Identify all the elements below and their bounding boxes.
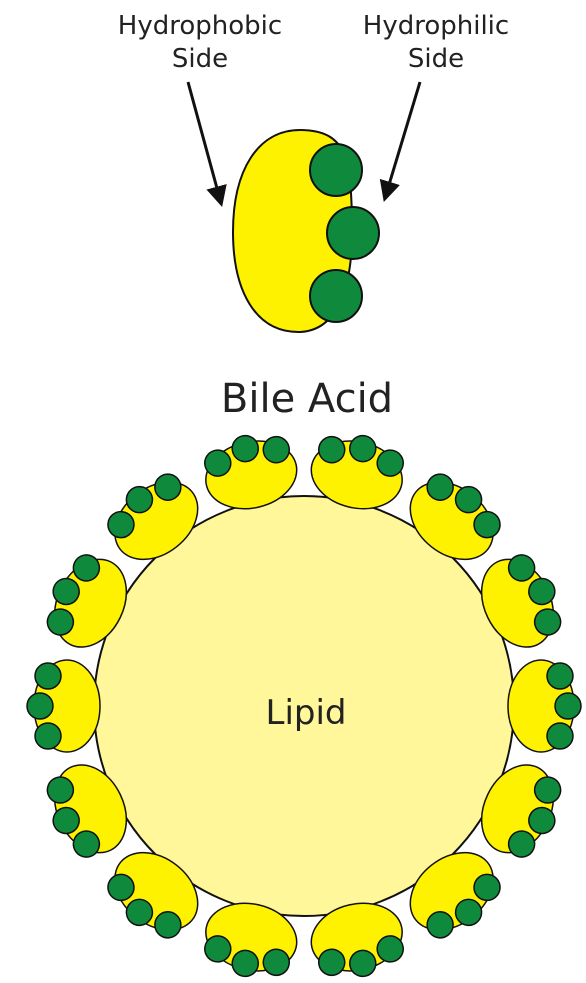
- hydrophilic-head: [309, 269, 363, 323]
- hydrophilic-label-line1: Hydrophilic: [363, 11, 509, 41]
- hydrophilic-head: [326, 206, 380, 260]
- micelle-hydrophilic-head: [454, 898, 483, 927]
- micelle-hydrophilic-head: [262, 948, 291, 977]
- micelle-hydrophilic-head: [107, 510, 135, 539]
- micelle-bile-acid: [26, 659, 101, 753]
- micelle-hydrophilic-head: [528, 577, 556, 606]
- micelle-hydrophilic-head: [72, 554, 101, 582]
- micelle-hydrophilic-head: [426, 473, 454, 501]
- micelle-bile-acid: [310, 902, 404, 978]
- micelle-hydrophilic-head: [231, 949, 259, 978]
- micelle-hydrophilic-head: [231, 434, 259, 463]
- micelle-hydrophilic-head: [507, 554, 536, 582]
- micelle-hydrophilic-head: [107, 873, 135, 902]
- micelle-hydrophilic-head: [376, 935, 404, 963]
- micelle-hydrophilic-head: [546, 722, 574, 750]
- micelle-bile-acid: [480, 764, 562, 858]
- micelle-hydrophilic-head: [262, 435, 291, 464]
- hydrophobic-arrow: [186, 81, 227, 208]
- micelle-hydrophilic-head: [454, 485, 483, 514]
- micelle-bile-acid: [204, 902, 298, 978]
- micelle-bile-acid: [409, 473, 501, 561]
- micelle-hydrophilic-head: [125, 485, 154, 514]
- micelle-hydrophilic-head: [473, 873, 501, 902]
- micelle-hydrophilic-head: [376, 449, 404, 477]
- micelle-hydrophilic-head: [125, 898, 154, 927]
- hydrophilic-label-line2: Side: [408, 44, 464, 74]
- micelle-hydrophilic-head: [34, 662, 62, 690]
- micelle-hydrophilic-head: [72, 830, 101, 858]
- micelle-hydrophilic-head: [533, 776, 562, 804]
- micelle-hydrophilic-head: [554, 692, 582, 720]
- micelle-bile-acid: [204, 434, 298, 510]
- micelle-hydrophilic-head: [317, 435, 346, 464]
- micelle-bile-acid: [409, 851, 501, 939]
- micelle-bile-acid: [310, 434, 404, 510]
- micelle-hydrophilic-head: [204, 935, 232, 963]
- micelle-hydrophilic-head: [317, 948, 346, 977]
- hydrophobic-label-line1: Hydrophobic: [118, 11, 282, 41]
- micelle-ring: [26, 434, 582, 978]
- hydrophilic-head: [309, 143, 363, 197]
- hydrophilic-arrow: [379, 81, 422, 203]
- micelle-hydrophilic-head: [473, 510, 501, 539]
- micelle-hydrophilic-head: [426, 911, 454, 939]
- micelle-hydrophilic-head: [154, 911, 182, 939]
- micelle-hydrophilic-head: [52, 577, 80, 606]
- micelle-hydrophilic-head: [528, 806, 556, 835]
- micelle-bile-acid: [46, 764, 128, 858]
- micelle-hydrophilic-head: [349, 434, 377, 463]
- bile-acid-title: Bile Acid: [221, 376, 393, 422]
- micelle-bile-acid: [480, 554, 562, 648]
- hydrophobic-label-line2: Side: [172, 44, 228, 74]
- micelle-hydrophilic-head: [46, 776, 75, 804]
- micelle-hydrophilic-head: [26, 692, 54, 720]
- micelle-hydrophilic-head: [46, 608, 75, 636]
- micelle-hydrophilic-head: [154, 473, 182, 501]
- micelle-hydrophilic-head: [34, 722, 62, 750]
- micelle-bile-acid: [107, 851, 199, 939]
- bile-acid-molecule: [231, 128, 380, 334]
- micelle-hydrophilic-head: [546, 662, 574, 690]
- micelle-bile-acid: [507, 659, 582, 753]
- micelle-hydrophilic-head: [349, 949, 377, 978]
- micelle-bile-acid: [107, 473, 199, 561]
- micelle-bile-acid: [46, 554, 128, 648]
- micelle-hydrophilic-head: [204, 449, 232, 477]
- micelle-hydrophilic-head: [52, 806, 80, 835]
- micelle-hydrophilic-head: [507, 830, 536, 858]
- lipid-label: Lipid: [266, 693, 347, 733]
- micelle-hydrophilic-head: [533, 608, 562, 636]
